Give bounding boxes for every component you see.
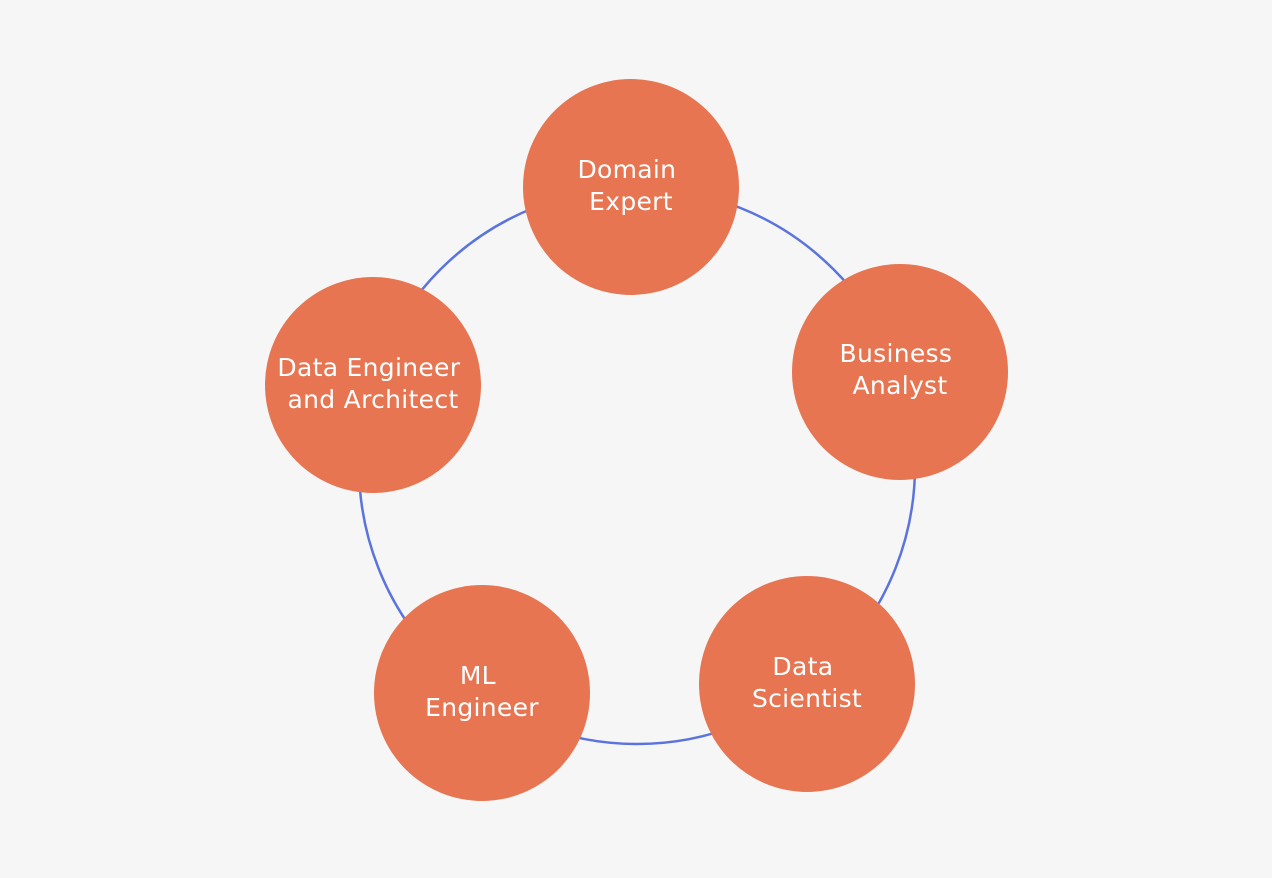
node-label-line: ML — [460, 661, 496, 690]
node-label: Data Scientist — [752, 652, 862, 713]
node-circle — [265, 277, 481, 493]
node-label-line: Business — [840, 339, 953, 368]
node-label-line: and Architect — [288, 385, 459, 414]
node-label: ML Engineer — [425, 661, 539, 722]
node-data-engineer-architect[interactable]: Data Engineer and Architect — [265, 277, 481, 493]
node-label-line: Data Engineer — [277, 353, 460, 382]
node-label: Data Engineer and Architect — [277, 353, 468, 414]
node-label-line: Scientist — [752, 684, 862, 713]
node-business-analyst[interactable]: Business Analyst — [792, 264, 1008, 480]
node-domain-expert[interactable]: Domain Expert — [523, 79, 739, 295]
node-data-scientist[interactable]: Data Scientist — [699, 576, 915, 792]
node-circle — [374, 585, 590, 801]
node-ml-engineer[interactable]: ML Engineer — [374, 585, 590, 801]
node-label-line: Expert — [589, 187, 673, 216]
node-circle — [523, 79, 739, 295]
node-label: Domain Expert — [577, 155, 684, 216]
node-circle — [792, 264, 1008, 480]
node-label-line: Domain — [577, 155, 676, 184]
node-label-line: Analyst — [853, 371, 948, 400]
node-label: Business Analyst — [840, 339, 961, 400]
node-circle — [699, 576, 915, 792]
node-label-line: Data — [772, 652, 833, 681]
node-label-line: Engineer — [425, 693, 539, 722]
